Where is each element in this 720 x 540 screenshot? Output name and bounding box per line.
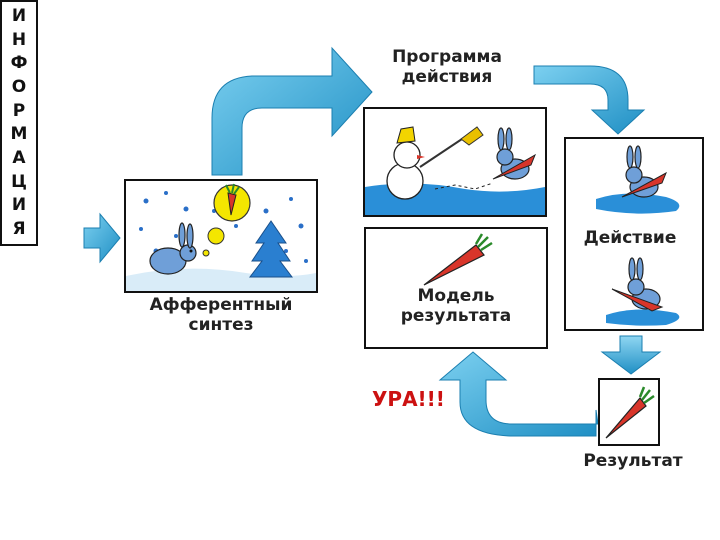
info-letter: Р bbox=[12, 100, 26, 121]
program-box bbox=[363, 107, 547, 217]
arrow-to-action bbox=[533, 65, 646, 135]
result-label: Результат bbox=[583, 451, 683, 471]
program-label-line2: действия bbox=[401, 66, 493, 87]
input-arrow bbox=[83, 212, 121, 264]
rabbit-dream-illustration bbox=[126, 183, 316, 291]
result-carrot-icon bbox=[605, 386, 655, 439]
info-letter: Ф bbox=[10, 53, 28, 74]
info-letter: М bbox=[10, 124, 28, 145]
ura-label: УРА!!! bbox=[372, 387, 445, 411]
information-column: И Н Ф О Р М А Ц И Я bbox=[0, 0, 38, 246]
program-label-line1: Программа bbox=[392, 47, 502, 67]
result-model-box: Модель результата bbox=[364, 227, 548, 349]
info-letter: А bbox=[12, 147, 26, 168]
afferent-synthesis-label: Афферентный синтез bbox=[124, 295, 318, 335]
arrow-to-model bbox=[438, 351, 599, 437]
afferent-label-line2: синтез bbox=[188, 314, 254, 335]
result-box bbox=[598, 378, 660, 446]
snowman-chase-illustration bbox=[365, 126, 545, 215]
info-letter: Ц bbox=[11, 171, 27, 192]
model-label-line1: Модель bbox=[417, 286, 495, 306]
afferent-label-line1: Афферентный bbox=[149, 295, 293, 315]
model-label-line2: результата bbox=[400, 305, 512, 326]
action-label: Действие bbox=[568, 228, 692, 249]
info-letter: О bbox=[11, 76, 27, 97]
rabbit-running-illustration bbox=[596, 145, 680, 326]
info-letter: Я bbox=[12, 218, 26, 239]
info-letter: И bbox=[11, 6, 27, 26]
info-letter: Н bbox=[11, 29, 27, 50]
afferent-synthesis-box bbox=[124, 179, 318, 293]
arrow-to-result bbox=[600, 335, 662, 375]
info-letter: И bbox=[11, 195, 27, 216]
program-label: Программа действия bbox=[372, 47, 522, 87]
arrow-to-program bbox=[211, 46, 373, 176]
result-model-label: Модель результата bbox=[366, 286, 546, 326]
carrot-illustration bbox=[423, 233, 493, 286]
